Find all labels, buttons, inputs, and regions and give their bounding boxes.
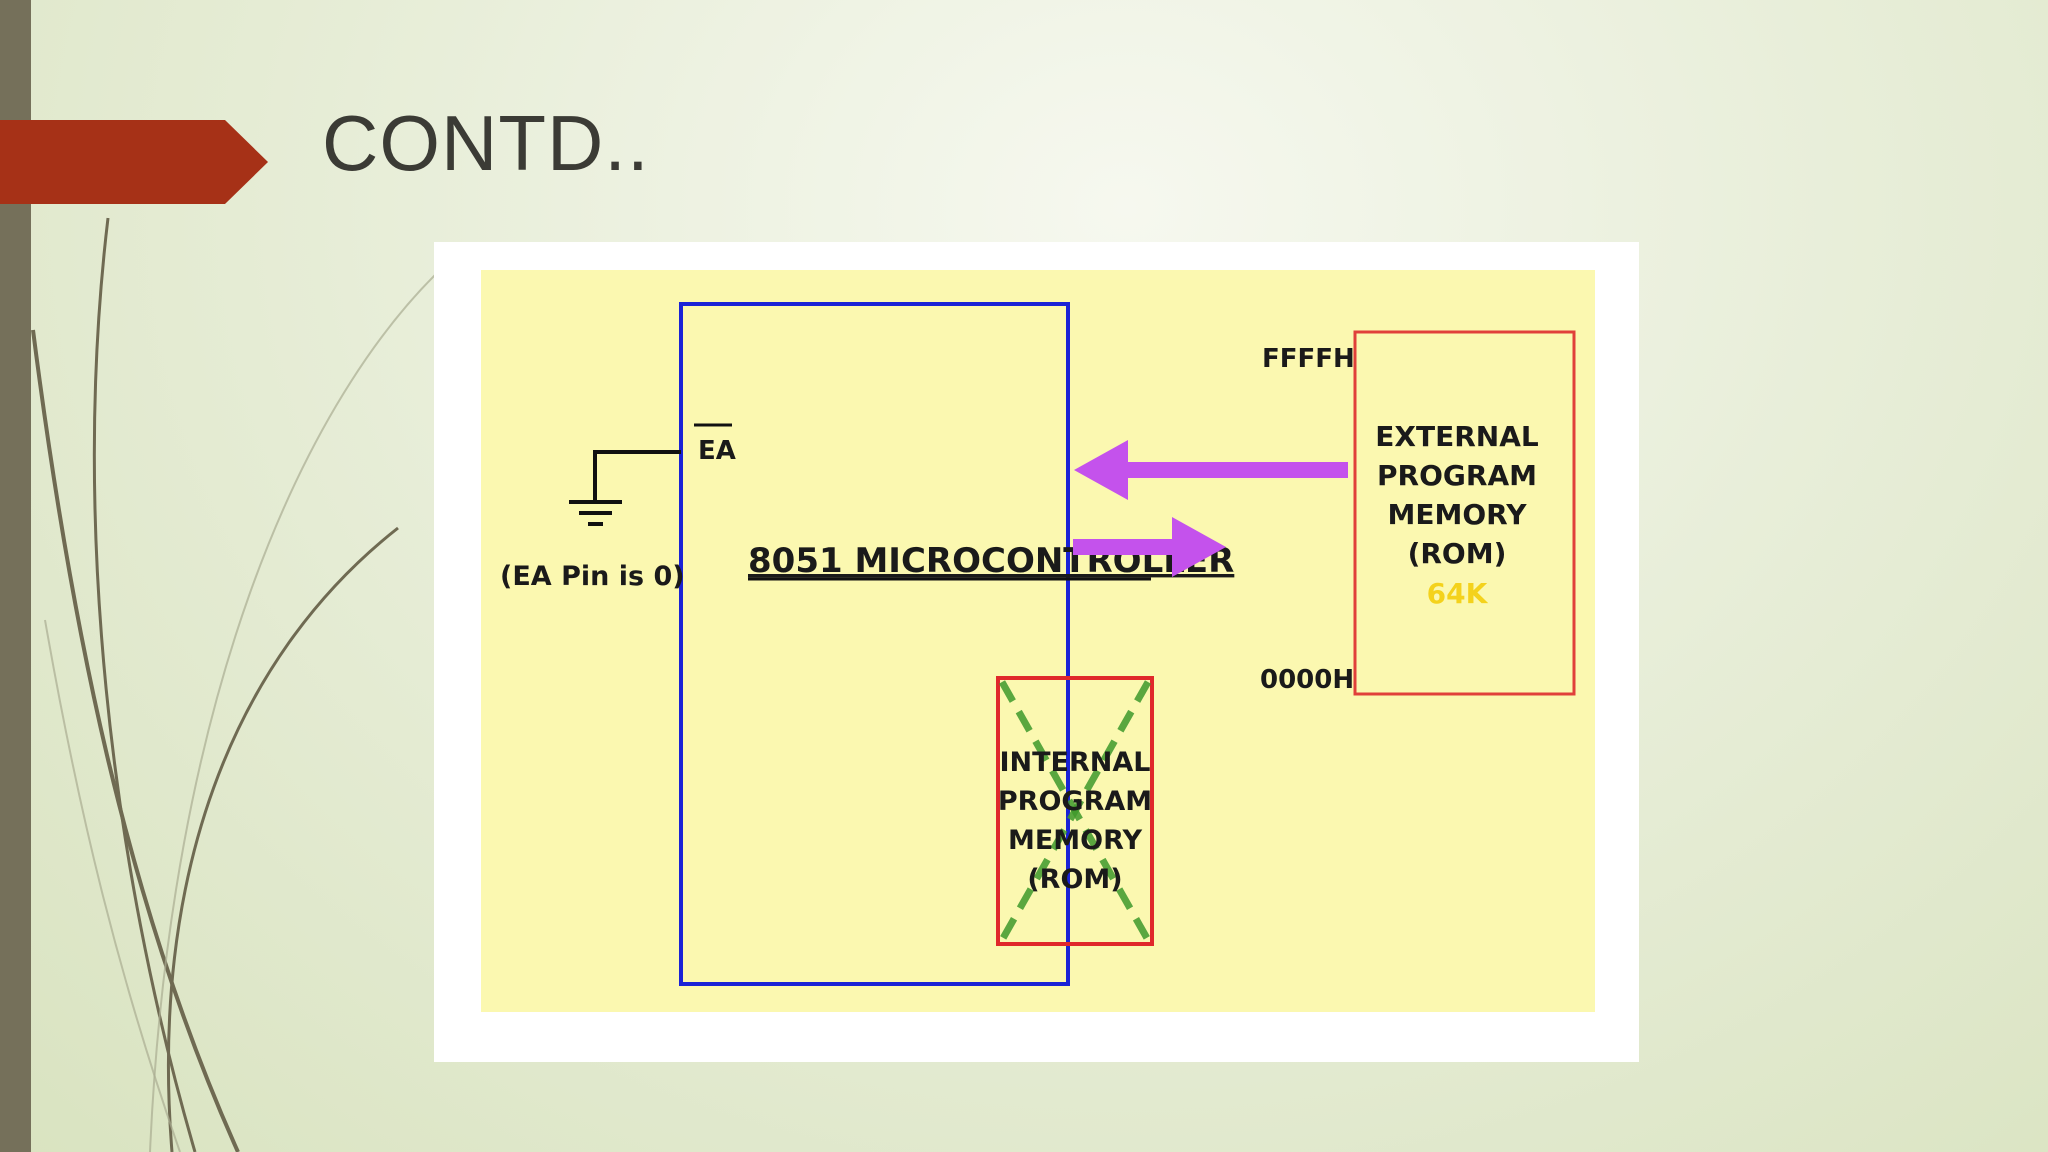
diagram-panel [481,270,1595,1012]
arrow-to-external-memory [1073,517,1226,577]
internal-memory-line: (ROM) [1027,864,1122,895]
arrow-to-microcontroller [1074,440,1348,500]
internal-memory-line: MEMORY [1008,825,1142,856]
internal-memory-line: INTERNAL [1000,747,1151,778]
external-memory-text: EXTERNAL PROGRAM MEMORY (ROM) 64K [1375,420,1539,610]
internal-memory-box [996,676,1154,946]
external-memory-line: (ROM) [1408,537,1507,570]
external-memory-line: EXTERNAL [1375,420,1539,453]
title-accent-arrow [0,120,268,204]
diagram-image-frame: EA (EA Pin is 0) 8051 MICROCONTROLLER IN… [434,242,1639,1062]
internal-memory-cross-line [998,680,1152,942]
external-memory-line: PROGRAM [1377,459,1537,492]
slide-title: CONTD.. [322,99,650,187]
address-top-label: FFFFH [1262,344,1355,374]
external-memory-box [1353,330,1576,696]
external-memory-size: 64K [1427,577,1489,610]
external-memory-line: MEMORY [1388,498,1528,531]
ea-pin-note: (EA Pin is 0) [500,561,685,592]
ground-symbol [569,450,681,526]
internal-memory-line: PROGRAM [998,786,1152,817]
ea-label: EA [698,436,736,466]
data-flow-arrows [1073,440,1348,577]
address-bottom-label: 0000H [1260,665,1354,695]
internal-memory-text: INTERNAL PROGRAM MEMORY (ROM) [998,747,1152,895]
ea-pin-memory-diagram: EA (EA Pin is 0) 8051 MICROCONTROLLER IN… [481,270,1595,1012]
microcontroller-box [679,302,1070,986]
